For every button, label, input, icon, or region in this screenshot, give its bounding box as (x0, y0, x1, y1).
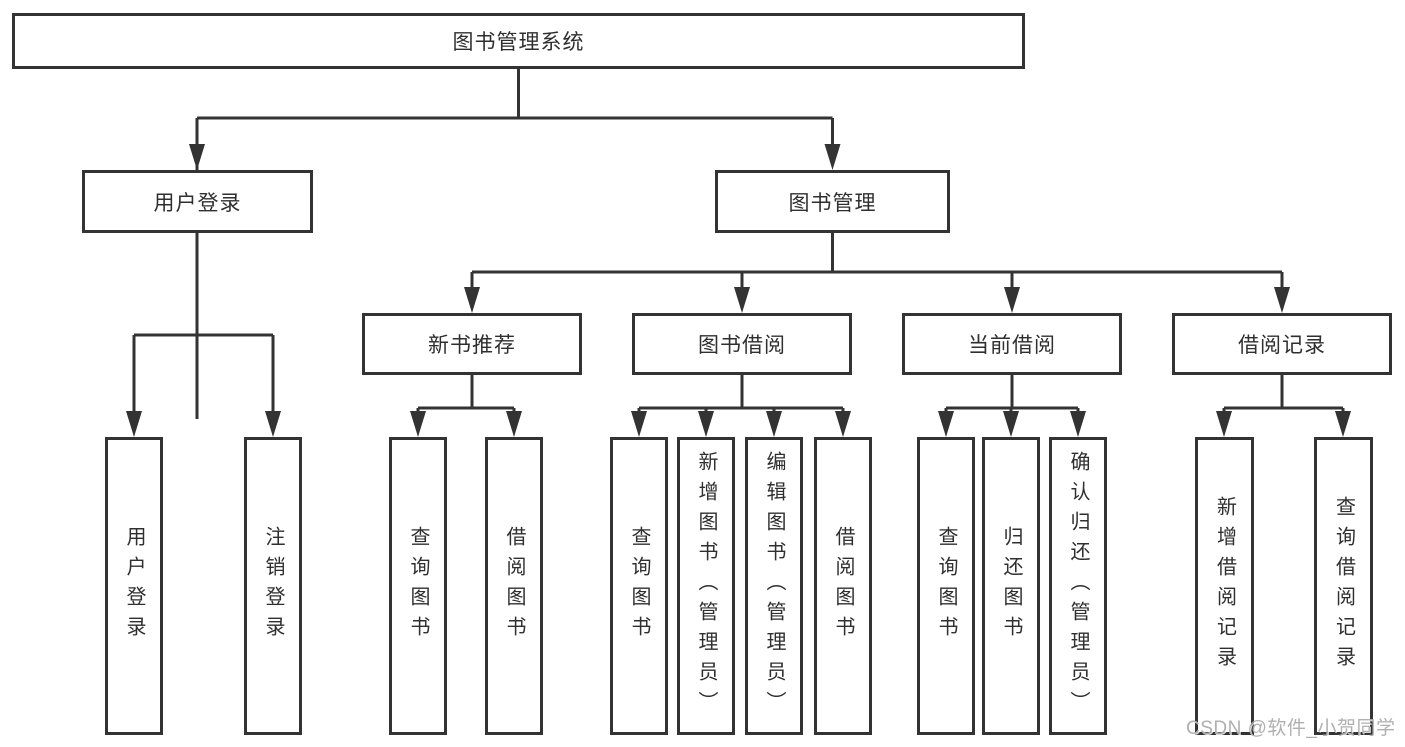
node-add-books-admin: 新增图书（管理员） (677, 437, 735, 735)
node-recommend-query-books: 查询图书 (389, 437, 447, 735)
node-borrowing-borrow-books: 借阅图书 (814, 437, 872, 735)
node-library-system-root: 图书管理系统 (12, 13, 1025, 69)
node-confirm-return-admin-label: 确认归还（管理员） (1067, 451, 1089, 721)
node-borrowing-records-label: 借阅记录 (1238, 334, 1326, 357)
node-return-books-label: 归还图书 (1000, 526, 1022, 646)
csdn-watermark: CSDN @软件_小贺同学 (1186, 718, 1396, 739)
node-book-management-branch-label: 图书管理 (788, 191, 877, 215)
node-add-borrow-record-label: 新增借阅记录 (1213, 496, 1236, 676)
node-current-query-books-label: 查询图书 (935, 526, 957, 646)
node-logout-leaf-label: 注销登录 (262, 526, 284, 646)
node-query-borrow-record: 查询借阅记录 (1314, 437, 1373, 735)
node-confirm-return-admin: 确认归还（管理员） (1049, 437, 1107, 735)
node-new-book-recommendation: 新书推荐 (362, 313, 582, 375)
node-recommend-query-books-label: 查询图书 (407, 526, 429, 646)
node-user-login-leaf-label: 用户登录 (123, 526, 145, 646)
node-edit-books-admin-label: 编辑图书（管理员） (763, 451, 785, 721)
node-borrowing-borrow-books-label: 借阅图书 (832, 526, 854, 646)
node-add-borrow-record: 新增借阅记录 (1195, 437, 1254, 735)
node-logout-leaf: 注销登录 (244, 437, 302, 735)
node-add-books-admin-label: 新增图书（管理员） (695, 451, 717, 721)
node-book-management-branch: 图书管理 (715, 170, 950, 233)
node-borrowing-records: 借阅记录 (1172, 313, 1392, 375)
node-borrowing-query-books-label: 查询图书 (628, 526, 650, 646)
node-current-borrowing: 当前借阅 (902, 313, 1122, 375)
node-library-system-root-label: 图书管理系统 (452, 31, 585, 54)
node-user-login-branch: 用户登录 (82, 170, 313, 233)
node-current-query-books: 查询图书 (917, 437, 975, 735)
node-book-borrowing-label: 图书借阅 (698, 334, 786, 357)
node-user-login-branch-label: 用户登录 (153, 191, 242, 215)
node-recommend-borrow-books-label: 借阅图书 (503, 526, 525, 646)
node-book-borrowing: 图书借阅 (632, 313, 852, 375)
node-new-book-recommendation-label: 新书推荐 (428, 334, 516, 357)
node-query-borrow-record-label: 查询借阅记录 (1332, 496, 1355, 676)
node-recommend-borrow-books: 借阅图书 (485, 437, 543, 735)
node-user-login-leaf: 用户登录 (105, 437, 163, 735)
node-current-borrowing-label: 当前借阅 (968, 334, 1056, 357)
node-edit-books-admin: 编辑图书（管理员） (745, 437, 803, 735)
node-borrowing-query-books: 查询图书 (610, 437, 668, 735)
node-return-books: 归还图书 (982, 437, 1040, 735)
